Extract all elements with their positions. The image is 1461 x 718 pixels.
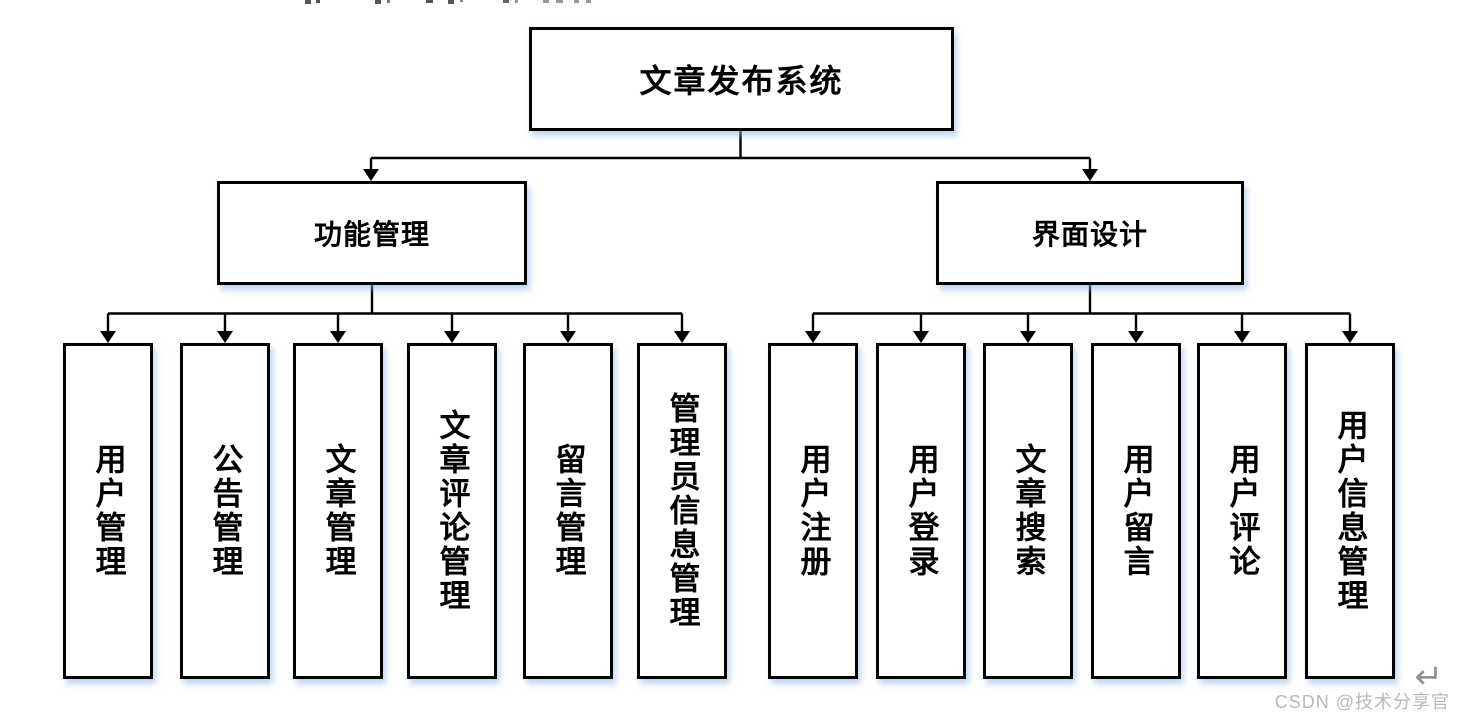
leaf-node: 用户信息管理 — [1305, 343, 1395, 679]
leaf-node: 用户管理 — [63, 343, 153, 679]
leaf-node: 用户评论 — [1197, 343, 1287, 679]
leaf-node: 用户留言 — [1091, 343, 1181, 679]
watermark-text: CSDN @技术分享官 — [1274, 692, 1450, 712]
return-arrow-icon: ↵ — [1414, 658, 1444, 696]
leaf-node-label: 文章管理 — [320, 443, 356, 579]
leaf-node: 文章搜索 — [983, 343, 1073, 679]
leaf-node-label: 用户管理 — [90, 443, 126, 579]
leaf-node: 公告管理 — [180, 343, 270, 679]
leaf-node: 管理员信息管理 — [637, 343, 727, 679]
cropped-text-fragments — [0, 0, 1461, 6]
branch-node-label: 功能管理 — [313, 219, 430, 250]
leaf-node-label: 公告管理 — [207, 443, 243, 579]
leaf-node-label: 文章搜索 — [1010, 443, 1046, 579]
branch-node-function-management: 功能管理 — [217, 181, 527, 285]
leaf-node-label: 文章评论管理 — [434, 409, 470, 613]
root-node: 文章发布系统 — [529, 27, 954, 131]
leaf-node: 留言管理 — [523, 343, 613, 679]
branch-node-interface-design: 界面设计 — [936, 181, 1244, 285]
leaf-node-label: 用户留言 — [1118, 443, 1154, 579]
leaf-node-label: 用户注册 — [795, 443, 831, 579]
leaf-node-label: 留言管理 — [550, 443, 586, 579]
leaf-node: 文章评论管理 — [407, 343, 497, 679]
leaf-node-label: 用户信息管理 — [1332, 409, 1368, 613]
leaf-node-label: 用户评论 — [1224, 443, 1260, 579]
leaf-node-label: 用户登录 — [903, 443, 939, 579]
root-node-label: 文章发布系统 — [639, 63, 844, 99]
leaf-node: 用户登录 — [876, 343, 966, 679]
leaf-node: 用户注册 — [768, 343, 858, 679]
leaf-node-label: 管理员信息管理 — [664, 392, 700, 630]
branch-node-label: 界面设计 — [1031, 219, 1148, 250]
leaf-node: 文章管理 — [293, 343, 383, 679]
